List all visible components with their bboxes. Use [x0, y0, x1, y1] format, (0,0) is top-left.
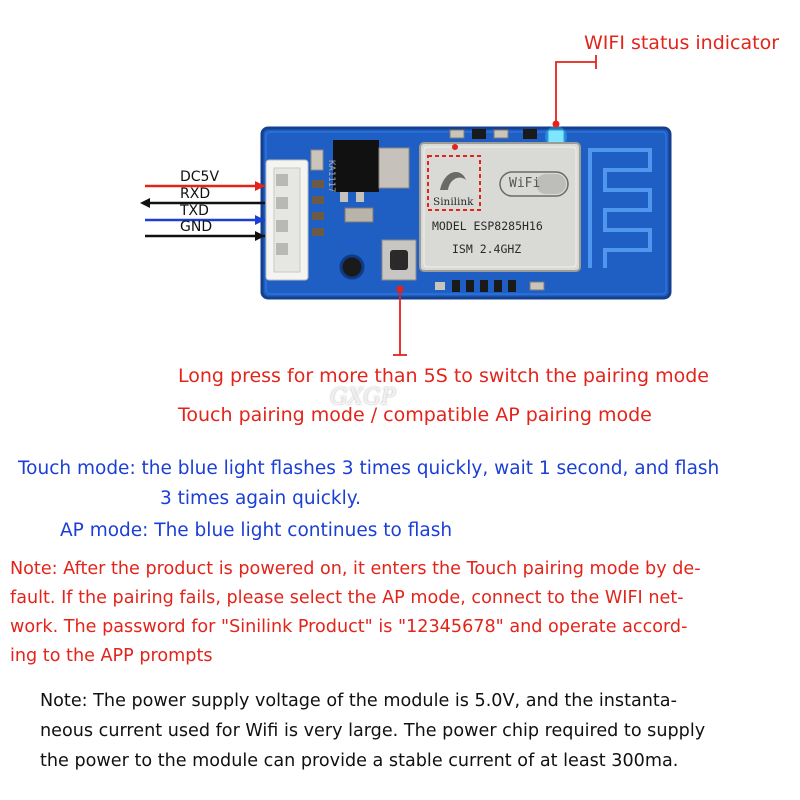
module-illustration: [140, 55, 672, 356]
wifi-status-label: WIFI status indicator: [584, 32, 780, 54]
wifi-indicator-pointer: [555, 55, 597, 122]
voltage-regulator: [333, 140, 410, 223]
touch-mode-line-2: 3 times again quickly.: [160, 488, 361, 509]
esp-module-shield: [419, 142, 581, 272]
note-power-paragraph: Note: The power supply voltage of the mo…: [40, 686, 705, 776]
touch-mode-line-1: Touch mode: the blue light flashes 3 tim…: [18, 458, 720, 479]
note-red-line: work. The password for "Sinilink Product…: [10, 617, 688, 637]
arrow-right-icon: [255, 181, 265, 241]
pin-connector: [265, 159, 309, 281]
pin-wires: [145, 184, 265, 238]
arrow-left-icon: [140, 198, 150, 208]
pairing-mode-instruction: Touch pairing mode / compatible AP pairi…: [178, 404, 652, 426]
note-power-line: the power to the module can provide a st…: [40, 751, 679, 771]
chip-ism: ISM 2.4GHZ: [452, 242, 522, 256]
note-power-line: neous current used for Wifi is very larg…: [40, 721, 706, 741]
pin-label-dc5v: DC5V: [180, 169, 220, 185]
button-pointer: [393, 290, 407, 356]
note-red-line: Note: After the product is powered on, i…: [10, 559, 701, 579]
watermark: GXGP: [330, 385, 396, 410]
pin-label-txd: TXD: [180, 203, 209, 219]
chip-model: MODEL ESP8285H16: [432, 219, 543, 233]
wifi-antenna-icon: [588, 148, 652, 268]
mounting-hole: [339, 254, 365, 280]
note-red-paragraph: Note: After the product is powered on, i…: [10, 555, 701, 671]
pairing-push-button: [381, 239, 417, 281]
chip-brand: Sinilink: [433, 196, 474, 208]
long-press-instruction: Long press for more than 5S to switch th…: [178, 365, 709, 387]
ap-mode-line: AP mode: The blue light continues to fla…: [60, 520, 453, 541]
note-power-line: Note: The power supply voltage of the mo…: [40, 691, 677, 711]
regulator-marking: KA1117: [326, 160, 336, 193]
note-red-line: ing to the APP prompts: [10, 646, 213, 666]
pin-label-rxd: RXD: [180, 186, 211, 202]
note-red-line: fault. If the pairing fails, please sele…: [10, 588, 684, 608]
chip-wifi-logo: WiFi: [509, 176, 541, 191]
pin-label-gnd: GND: [180, 219, 213, 235]
